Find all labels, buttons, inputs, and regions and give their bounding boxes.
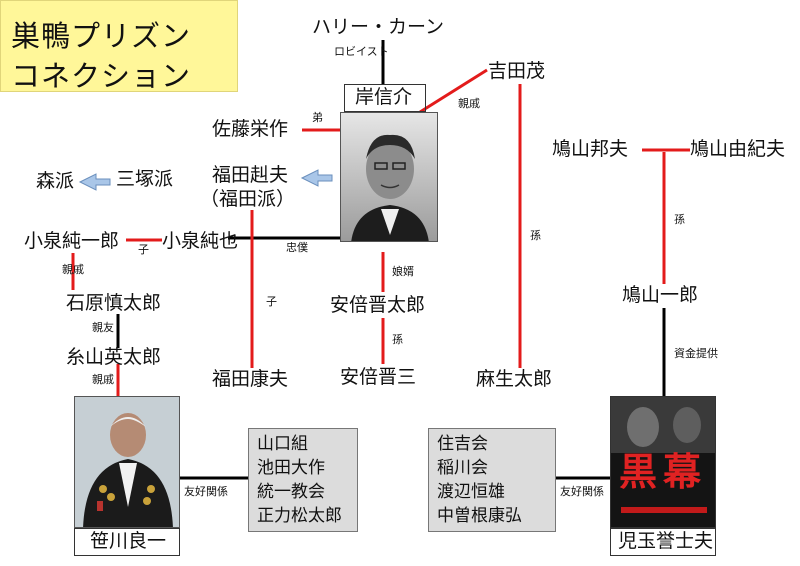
node-kishi: 岸信介 <box>355 86 413 108</box>
group-item: 住吉会 <box>437 434 488 454</box>
sasakawa-name-box <box>74 528 180 556</box>
node-sato: 佐藤栄作 <box>212 118 289 140</box>
kishi-name-box <box>344 84 426 112</box>
node-fukuda-ha: （福田派） <box>200 188 296 210</box>
node-abe-shinzo: 安倍晋三 <box>340 366 417 388</box>
node-yoshida: 吉田茂 <box>488 60 546 82</box>
node-hatoyama-ichiro: 鳩山一郎 <box>622 284 699 306</box>
node-mitsuzuka: 三塚派 <box>116 168 174 190</box>
node-kodama: 児玉誉士夫 <box>618 530 714 552</box>
node-fukuda-takeo: 福田赳夫 <box>212 164 289 186</box>
edge-label-son-in-law: 娘婿 <box>392 265 414 278</box>
edge-label-child-koizumi: 子 <box>138 243 149 256</box>
edge-label-close-friend: 親友 <box>92 321 114 334</box>
group-item: 池田大作 <box>257 458 325 478</box>
edge-label-child-fukuda: 子 <box>266 295 277 308</box>
node-sasakawa: 笹川良一 <box>90 530 167 552</box>
node-itoyama: 糸山英太郎 <box>66 346 162 368</box>
group-item: 渡辺恒雄 <box>437 482 505 502</box>
node-koizumi-junya: 小泉純也 <box>162 230 239 252</box>
node-hatoyama-kunio: 鳩山邦夫 <box>552 138 629 160</box>
edge-label-lobbyist: ロビイスト <box>334 45 389 58</box>
sasakawa-friends-box: 山口組 池田大作 統一教会 正力松太郎 <box>248 428 358 532</box>
node-koizumi-junichiro: 小泉純一郎 <box>24 230 120 252</box>
edge-label-younger-brother: 弟 <box>312 111 323 124</box>
edge-label-relative-koizumi: 親戚 <box>62 263 84 276</box>
kodama-friends-box: 住吉会 稲川会 渡辺恒雄 中曽根康弘 <box>428 428 556 532</box>
portrait-image <box>341 113 437 241</box>
title-box: 巣鴨プリズン コネクション <box>0 0 238 93</box>
edge-label-funding: 資金提供 <box>674 347 718 360</box>
kodama-name-box <box>610 528 716 556</box>
edge-label-friendly-kodama: 友好関係 <box>560 485 604 498</box>
edge-label-friendly-sasakawa: 友好関係 <box>184 485 228 498</box>
node-mori: 森派 <box>36 170 75 192</box>
node-aso: 麻生太郎 <box>476 368 553 390</box>
portrait-image <box>75 397 179 527</box>
edge-label-grandson-aso: 孫 <box>530 229 541 242</box>
edge-label-relative-yoshida: 親戚 <box>458 97 480 110</box>
sasakawa-photo <box>74 396 180 528</box>
node-fukuda-yasuo: 福田康夫 <box>212 368 289 390</box>
book-title: 黒幕 <box>619 449 708 494</box>
group-item: 中曽根康弘 <box>437 506 522 526</box>
node-abe-shintaro: 安倍晋太郎 <box>330 294 426 316</box>
node-harry-kern: ハリー・カーン <box>312 16 445 38</box>
node-hatoyama-yukio: 鳩山由紀夫 <box>690 138 786 160</box>
edge-label-loyal-retainer: 忠僕 <box>286 241 308 254</box>
book-image <box>611 397 715 527</box>
edge-label-relative-itoyama: 親戚 <box>92 373 114 386</box>
group-item: 正力松太郎 <box>257 506 342 526</box>
node-ishihara: 石原慎太郎 <box>66 292 162 314</box>
group-item: 稲川会 <box>437 458 488 478</box>
line-kishi-yoshida <box>419 68 488 114</box>
edge-label-grandson-abe: 孫 <box>392 333 403 346</box>
kodama-book-cover: 黒幕 <box>610 396 716 528</box>
arrow-fukuda-mitsuzuka <box>300 169 333 187</box>
group-item: 山口組 <box>257 434 308 454</box>
kishi-photo <box>340 112 438 242</box>
title-line1: 巣鴨プリズン <box>11 19 192 53</box>
arrow-mitsuzuka-mori <box>78 173 111 191</box>
group-item: 統一教会 <box>257 482 325 502</box>
edge-label-grandson-hatoyama: 孫 <box>674 213 685 226</box>
title-line2: コネクション <box>11 59 192 93</box>
